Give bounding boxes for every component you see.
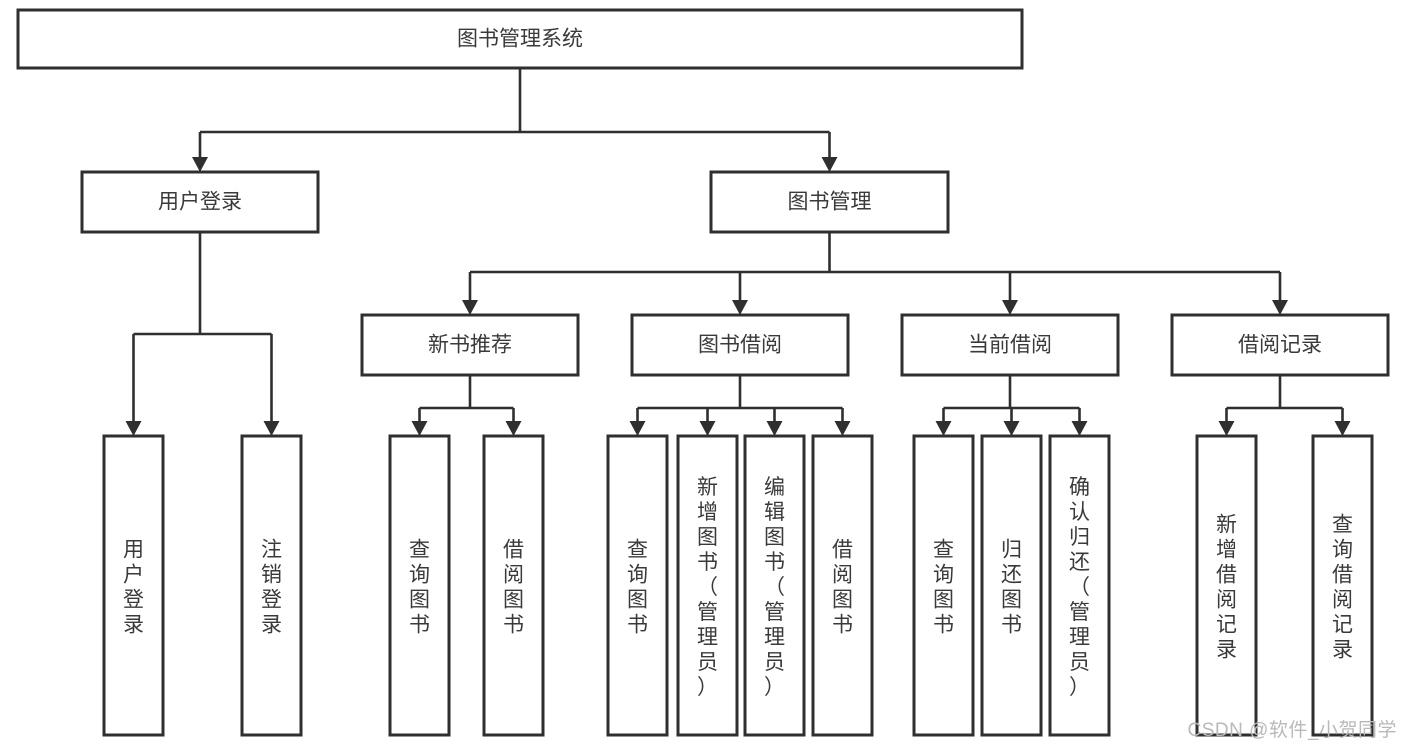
- node-box[interactable]: [240, 434, 303, 737]
- node-label: 查询借阅记录: [1332, 514, 1353, 662]
- arrow-head-icon: [505, 421, 522, 436]
- tree-node[interactable]: 确认归还（管理员）: [1048, 434, 1111, 737]
- arrow-head-icon: [732, 300, 748, 315]
- node-box[interactable]: [606, 434, 669, 737]
- arrow-head-icon: [1071, 421, 1088, 436]
- node-label: 图书借阅: [698, 334, 782, 357]
- tree-node[interactable]: 查询借阅记录: [1311, 434, 1374, 737]
- node-box[interactable]: [743, 434, 806, 737]
- node-label: 注销登录: [261, 539, 282, 637]
- tree-node[interactable]: 编辑图书（管理员）: [743, 434, 806, 737]
- node-label: 图书管理: [788, 191, 872, 214]
- tree-node[interactable]: 归还图书: [980, 434, 1043, 737]
- node-label: 新增图书（管理员）: [697, 476, 718, 699]
- node-label: 图书管理系统: [457, 28, 583, 51]
- tree-node[interactable]: 新书推荐: [360, 313, 580, 377]
- node-box[interactable]: [676, 434, 739, 737]
- node-label: 归还图书: [1001, 539, 1022, 637]
- node-label: 借阅图书: [503, 539, 524, 637]
- node-label: 查询图书: [933, 539, 954, 637]
- node-box[interactable]: [16, 8, 1024, 70]
- node-box[interactable]: [388, 434, 451, 737]
- node-box[interactable]: [630, 313, 850, 377]
- arrow-head-icon: [411, 421, 428, 436]
- node-box[interactable]: [900, 313, 1120, 377]
- tree-node[interactable]: 借阅记录: [1170, 313, 1390, 377]
- node-box[interactable]: [811, 434, 874, 737]
- arrow-head-icon: [629, 421, 646, 436]
- node-box[interactable]: [360, 313, 580, 377]
- node-box[interactable]: [102, 434, 165, 737]
- arrow-head-icon: [192, 157, 208, 172]
- watermark-text: CSDN @软件_小贺同学: [1187, 720, 1397, 741]
- tree-node[interactable]: 用户登录: [102, 434, 165, 737]
- tree-node[interactable]: 当前借阅: [900, 313, 1120, 377]
- tree-node[interactable]: 新增图书（管理员）: [676, 434, 739, 737]
- node-box[interactable]: [1048, 434, 1111, 737]
- node-label: 编辑图书（管理员）: [764, 476, 785, 699]
- node-box[interactable]: [980, 434, 1043, 737]
- node-box[interactable]: [80, 170, 320, 234]
- node-label: 借阅记录: [1238, 334, 1322, 357]
- tree-node[interactable]: 查询图书: [388, 434, 451, 737]
- tree-node[interactable]: 注销登录: [240, 434, 303, 737]
- arrow-head-icon: [699, 421, 716, 436]
- arrow-head-icon: [834, 421, 851, 436]
- node-box[interactable]: [1170, 313, 1390, 377]
- node-label: 用户登录: [158, 191, 242, 214]
- node-box[interactable]: [912, 434, 975, 737]
- tree-node[interactable]: 借阅图书: [482, 434, 545, 737]
- arrow-head-icon: [1002, 300, 1018, 315]
- node-label: 查询图书: [627, 539, 648, 637]
- node-label: 确认归还（管理员）: [1069, 476, 1090, 699]
- tree-node[interactable]: 查询图书: [912, 434, 975, 737]
- node-label: 查询图书: [409, 539, 430, 637]
- arrow-head-icon: [935, 421, 952, 436]
- arrow-head-icon: [1334, 421, 1351, 436]
- node-label: 借阅图书: [832, 539, 853, 637]
- node-box[interactable]: [709, 170, 950, 234]
- node-box[interactable]: [1195, 434, 1258, 737]
- arrow-head-icon: [263, 421, 280, 436]
- tree-node[interactable]: 用户登录: [80, 170, 320, 234]
- node-box[interactable]: [482, 434, 545, 737]
- node-label: 新书推荐: [428, 334, 512, 357]
- tree-node[interactable]: 图书管理系统: [16, 8, 1024, 70]
- tree-node[interactable]: 新增借阅记录: [1195, 434, 1258, 737]
- node-label: 新增借阅记录: [1216, 514, 1237, 662]
- tree-node[interactable]: 查询图书: [606, 434, 669, 737]
- node-box[interactable]: [1311, 434, 1374, 737]
- arrow-head-icon: [821, 157, 838, 172]
- arrow-head-icon: [462, 300, 478, 315]
- arrow-head-icon: [1272, 300, 1288, 315]
- tree-node[interactable]: 借阅图书: [811, 434, 874, 737]
- connector-layer: [125, 68, 1351, 436]
- tree-node[interactable]: 图书借阅: [630, 313, 850, 377]
- arrow-head-icon: [766, 421, 783, 436]
- node-label: 当前借阅: [968, 334, 1052, 357]
- tree-node[interactable]: 图书管理: [709, 170, 950, 234]
- node-label: 用户登录: [123, 539, 144, 637]
- arrow-head-icon: [125, 421, 142, 436]
- arrow-head-icon: [1218, 421, 1235, 436]
- arrow-head-icon: [1003, 421, 1020, 436]
